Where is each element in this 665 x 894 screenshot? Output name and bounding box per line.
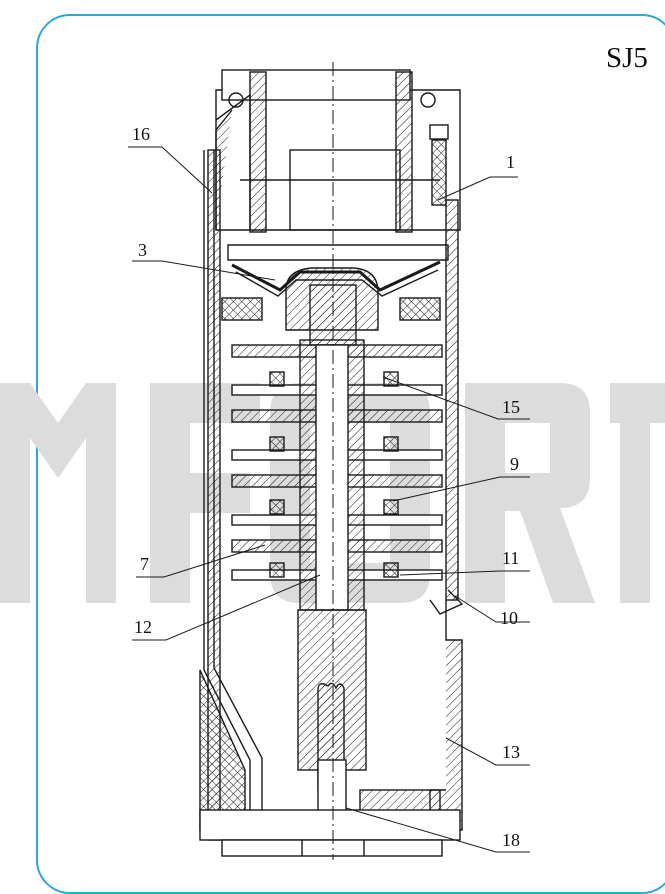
leader-18 [345,807,530,853]
leader-16 [128,146,213,194]
pump-cross-section: 1 3 16 15 9 7 11 12 10 13 18 [128,62,530,860]
leader-15 [382,376,530,420]
bolt [429,124,449,206]
callout-12: 12 [134,617,152,637]
leader-10 [454,595,530,623]
callout-18: 18 [502,830,520,850]
callout-15: 15 [502,397,520,417]
model-label: SJ5 [606,42,648,74]
leader-7 [136,544,266,578]
leader-1 [437,176,518,201]
strap-hook [429,589,464,615]
callout-13: 13 [502,742,520,762]
leader-9 [392,476,530,502]
leader-12 [132,574,321,641]
discharge-head [215,69,461,233]
leader-11 [399,570,530,576]
check-valve [221,244,449,346]
coupling [297,609,367,841]
callout-10: 10 [500,608,518,628]
shaft [299,339,365,611]
callout-1: 1 [506,152,515,172]
cable-guard [203,150,263,838]
leader-3 [132,260,276,281]
callout-9: 9 [510,454,519,474]
callout-7: 7 [140,554,149,574]
callout-11: 11 [502,548,519,568]
callout-16: 16 [132,124,150,144]
callout-3: 3 [138,240,147,260]
leader-13 [445,737,530,766]
